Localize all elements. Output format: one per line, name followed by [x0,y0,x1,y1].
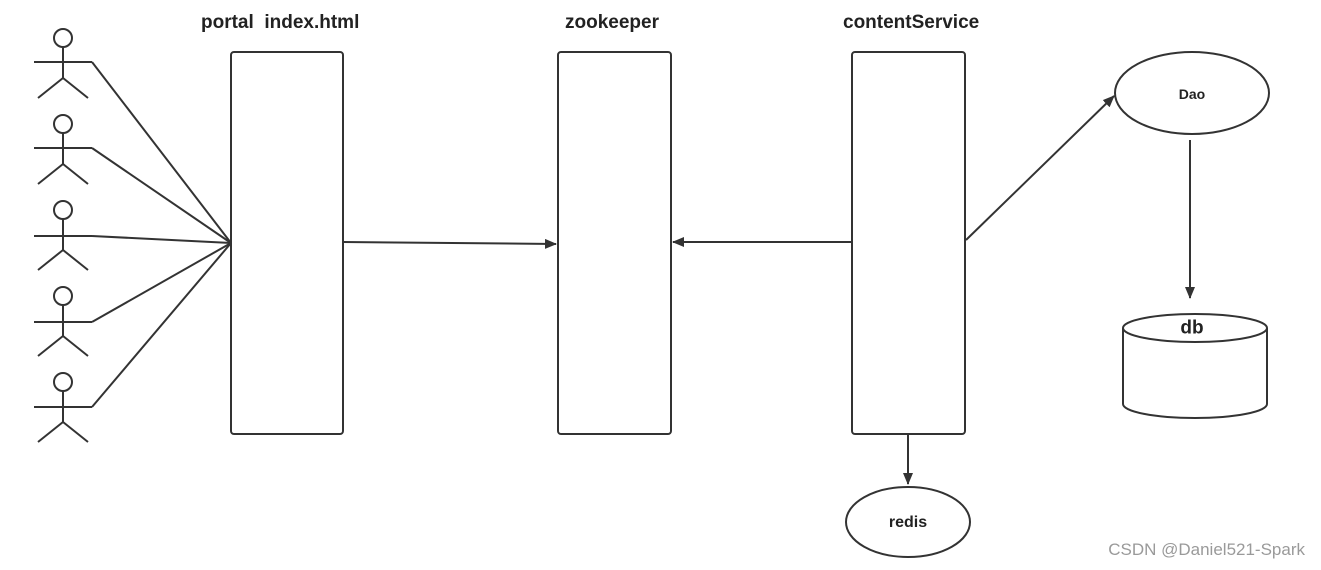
watermark: CSDN @Daniel521-Spark [1108,540,1305,559]
db-label: db [1180,317,1204,339]
content-service-to-dao-arrow [965,95,1115,241]
database-cylinder-icon [1122,313,1268,419]
dao-node [1114,51,1270,135]
dao-label: Dao [1178,86,1206,102]
content-service-title: contentService [843,12,980,33]
portal-title: portal index.html [201,12,360,33]
user-3-connector [91,235,232,244]
user-1-connector [91,61,232,244]
content-service-box [851,51,966,435]
user-1-icon [34,28,92,99]
portal-box [230,51,344,435]
user-2-connector [91,147,232,244]
user-4-icon [34,286,92,357]
zookeeper-box [557,51,672,435]
user-5-icon [34,372,92,443]
user-2-icon [34,114,92,185]
user-3-icon [34,200,92,271]
redis-node [845,486,971,558]
redis-label: redis [888,514,928,531]
portal-to-zookeeper-arrow [342,238,557,249]
user-5-connector [91,242,232,408]
user-4-connector [91,242,232,323]
zookeeper-title: zookeeper [565,12,659,33]
